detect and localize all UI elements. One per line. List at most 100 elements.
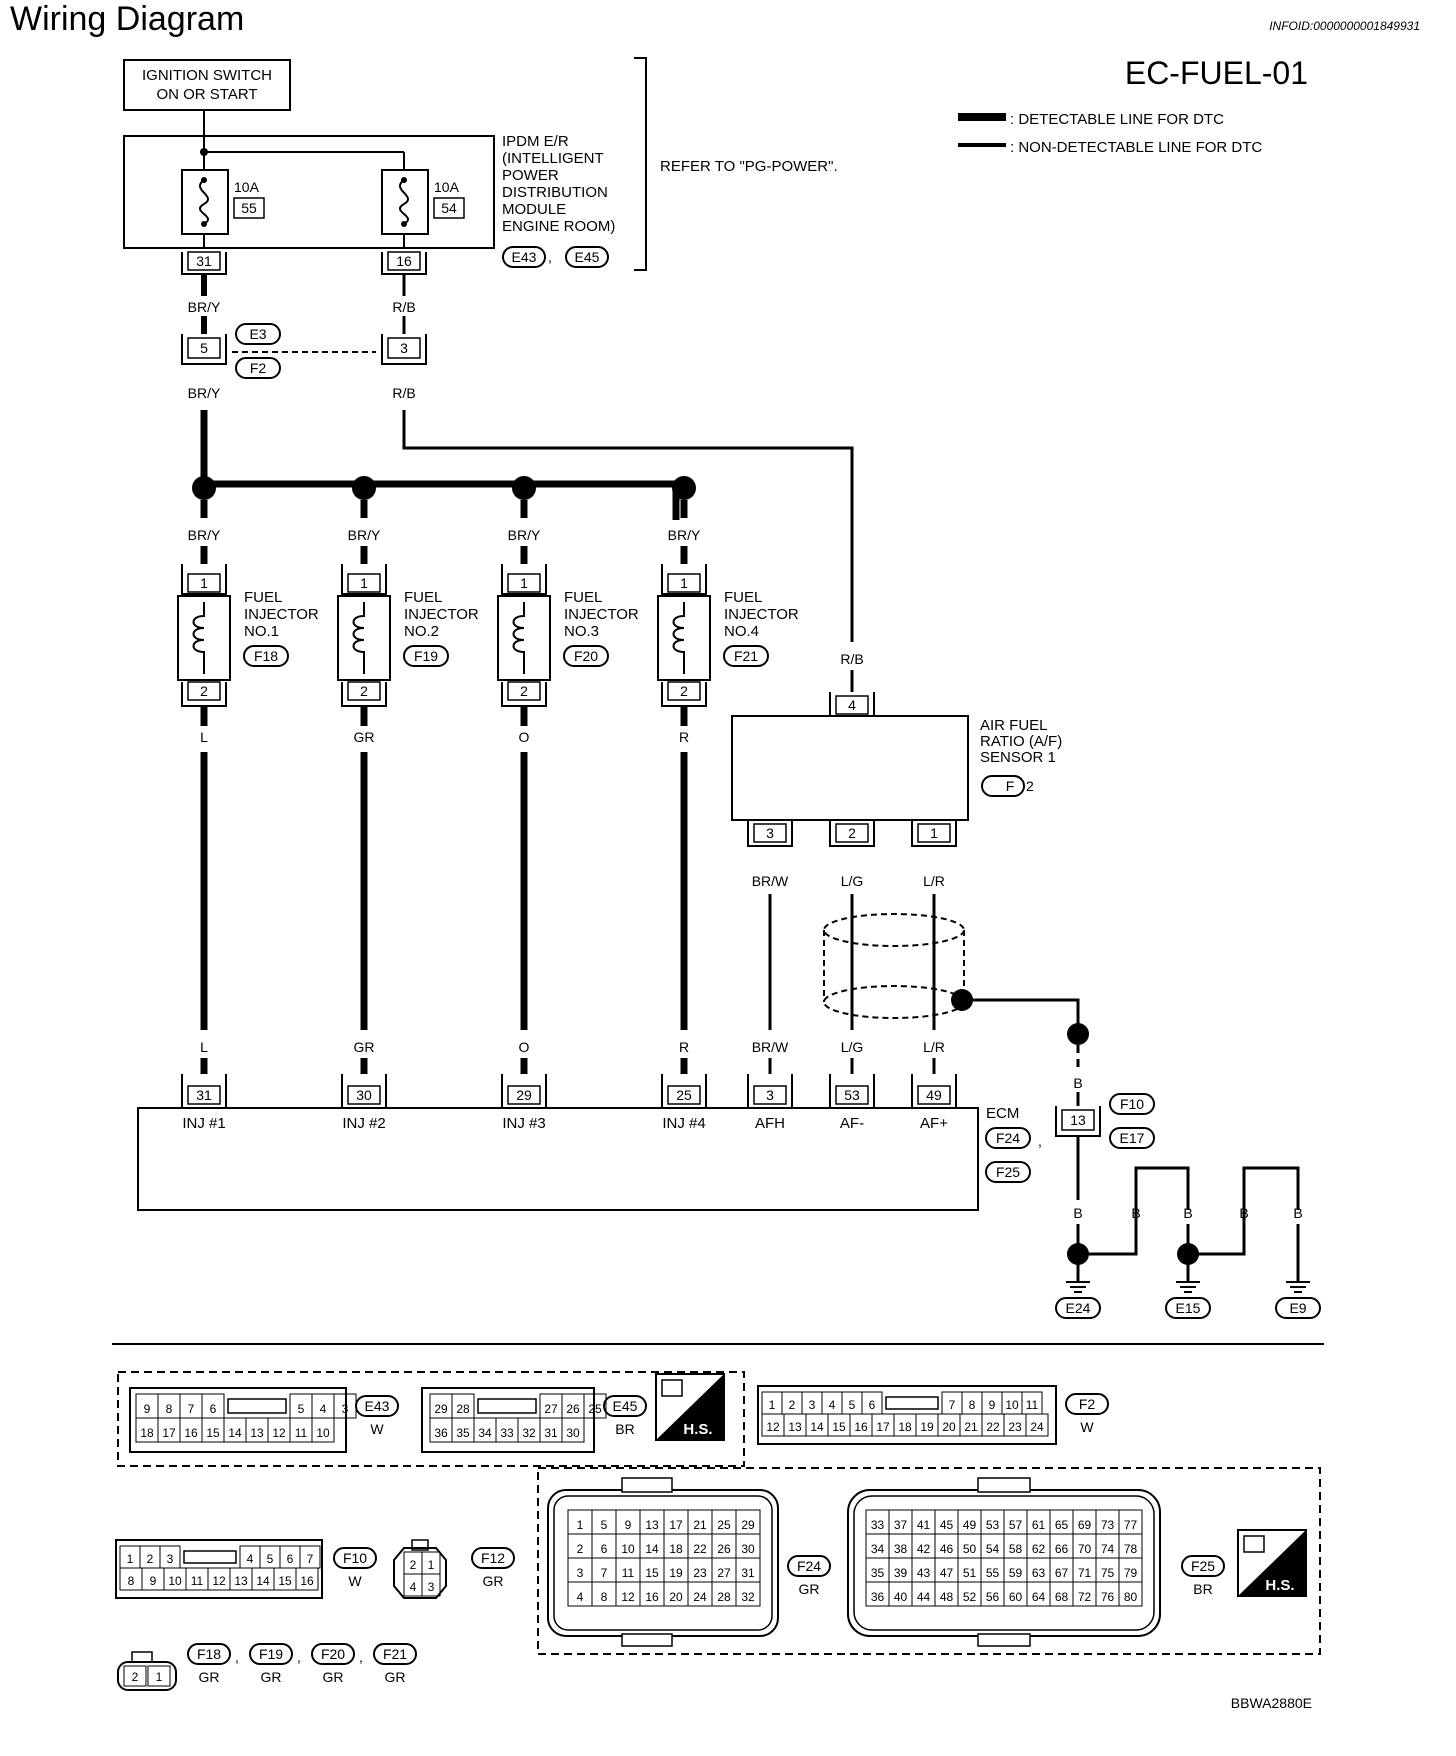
pin-number: 41	[917, 1518, 931, 1532]
pin-number: 23	[1008, 1420, 1022, 1434]
af-pin-4: 4	[848, 697, 856, 713]
pin-number: 56	[986, 1590, 1000, 1604]
pin-number: 40	[894, 1590, 908, 1604]
connector-color: W	[370, 1421, 384, 1437]
pin-number: 43	[917, 1566, 931, 1580]
pin-number: 13	[250, 1426, 264, 1440]
wire-bry-upper: BR/Y	[188, 299, 221, 315]
ecm-terminal-label: AF+	[920, 1115, 948, 1132]
ecm-pin: 49	[926, 1087, 942, 1103]
pin-number: 46	[940, 1542, 954, 1556]
pin-number: 3	[577, 1566, 584, 1580]
injector-name: INJECTOR	[564, 606, 639, 623]
splice-dot	[352, 476, 376, 500]
legend-thick-line-swatch	[958, 113, 1006, 121]
pin-number: 19	[669, 1566, 683, 1580]
ipdm-label-line4: DISTRIBUTION	[502, 184, 608, 201]
pin-number: 18	[898, 1420, 912, 1434]
pin-number: 3	[428, 1580, 435, 1594]
pin-number: 22	[986, 1420, 1000, 1434]
legend: : DETECTABLE LINE FOR DTC : NON-DETECTAB…	[958, 111, 1262, 156]
pin-number: 68	[1055, 1590, 1069, 1604]
connector-color: W	[348, 1573, 362, 1589]
ecm-pin: 30	[356, 1087, 372, 1103]
pin-number: 35	[456, 1426, 470, 1440]
pin-number: 5	[601, 1518, 608, 1532]
pin-number: 8	[128, 1574, 135, 1588]
pin-number: 69	[1078, 1518, 1092, 1532]
pin-number: 2	[577, 1542, 584, 1556]
pin-number: 17	[876, 1420, 890, 1434]
connector-color: GR	[385, 1669, 406, 1685]
pin-number: 17	[162, 1426, 176, 1440]
pin-number: 39	[894, 1566, 908, 1580]
pin-number: 49	[963, 1518, 977, 1532]
pin-number: 80	[1124, 1590, 1138, 1604]
pin-number: 36	[871, 1590, 885, 1604]
injector-pin-top: 1	[520, 575, 528, 591]
injector-pin-bottom: 2	[680, 683, 688, 699]
pin-number: 7	[949, 1398, 956, 1412]
ecm-terminal-label: INJ #4	[662, 1115, 705, 1132]
coil-icon	[672, 602, 685, 674]
pin-number: 62	[1032, 1542, 1046, 1556]
injector-wire-in: BR/Y	[508, 527, 541, 543]
connector-color: W	[1080, 1419, 1094, 1435]
injector-name: FUEL	[564, 589, 602, 606]
pin-number: 17	[669, 1518, 683, 1532]
pin-number: 11	[295, 1426, 308, 1440]
pin-number: 13	[645, 1518, 659, 1532]
af-label-line1: AIR FUEL	[980, 717, 1048, 734]
ground-e15: E15	[1165, 1262, 1211, 1319]
pin-number: 64	[1032, 1590, 1046, 1604]
pin-number: 70	[1078, 1542, 1092, 1556]
shielded-cable	[823, 913, 1089, 1068]
pin-number: 8	[969, 1398, 976, 1412]
af-sensor: 4 AIR FUEL RATIO (A/F) SENSOR 1 F 2	[731, 670, 1062, 821]
injector-pin-top: 1	[680, 575, 688, 591]
ecm-wire-label: L/G	[841, 1039, 864, 1055]
af-pin: 1	[930, 825, 938, 841]
ipdm-pin-31: 31	[196, 253, 212, 269]
pin-number: 65	[1055, 1518, 1069, 1532]
pin-number: 1	[428, 1558, 435, 1572]
dashed-box-e43-e45	[117, 1371, 745, 1467]
injector-name: NO.1	[244, 623, 279, 640]
ground-joint-e17: E17	[1120, 1130, 1145, 1146]
pin-number: 7	[188, 1402, 195, 1416]
pin-number: 26	[717, 1542, 731, 1556]
pin-number: 48	[940, 1590, 954, 1604]
refer-note: REFER TO "PG-POWER".	[660, 158, 838, 175]
ipdm-connector-e43: E43	[512, 249, 537, 265]
pin-number: 10	[168, 1574, 182, 1588]
pin-number: 38	[894, 1542, 908, 1556]
pin-number: 2	[789, 1398, 796, 1412]
ecm-connector-f24: F24	[996, 1130, 1020, 1146]
injector-name: FUEL	[244, 589, 282, 606]
injector-name: INJECTOR	[404, 606, 479, 623]
pin-number: 8	[601, 1590, 608, 1604]
pin-number: 25	[588, 1402, 602, 1416]
pin-number: 12	[272, 1426, 286, 1440]
svg-text:,: ,	[1038, 1133, 1042, 1149]
connector-color: BR	[1193, 1581, 1212, 1597]
pin-number: 4	[320, 1402, 327, 1416]
ecm-wire-label: L/R	[923, 1039, 945, 1055]
af-connector-suffix: 2	[1026, 778, 1034, 794]
pin-number: 30	[741, 1542, 755, 1556]
pin-number: 78	[1124, 1542, 1138, 1556]
ground-joint-pin-13: 13	[1070, 1112, 1086, 1128]
ecm-pin: 29	[516, 1087, 532, 1103]
injector-name: INJECTOR	[244, 606, 319, 623]
injector-connector: F20	[574, 648, 598, 664]
ecm: ECM F24 , F25	[137, 1105, 1042, 1211]
pin-number: 50	[963, 1542, 977, 1556]
